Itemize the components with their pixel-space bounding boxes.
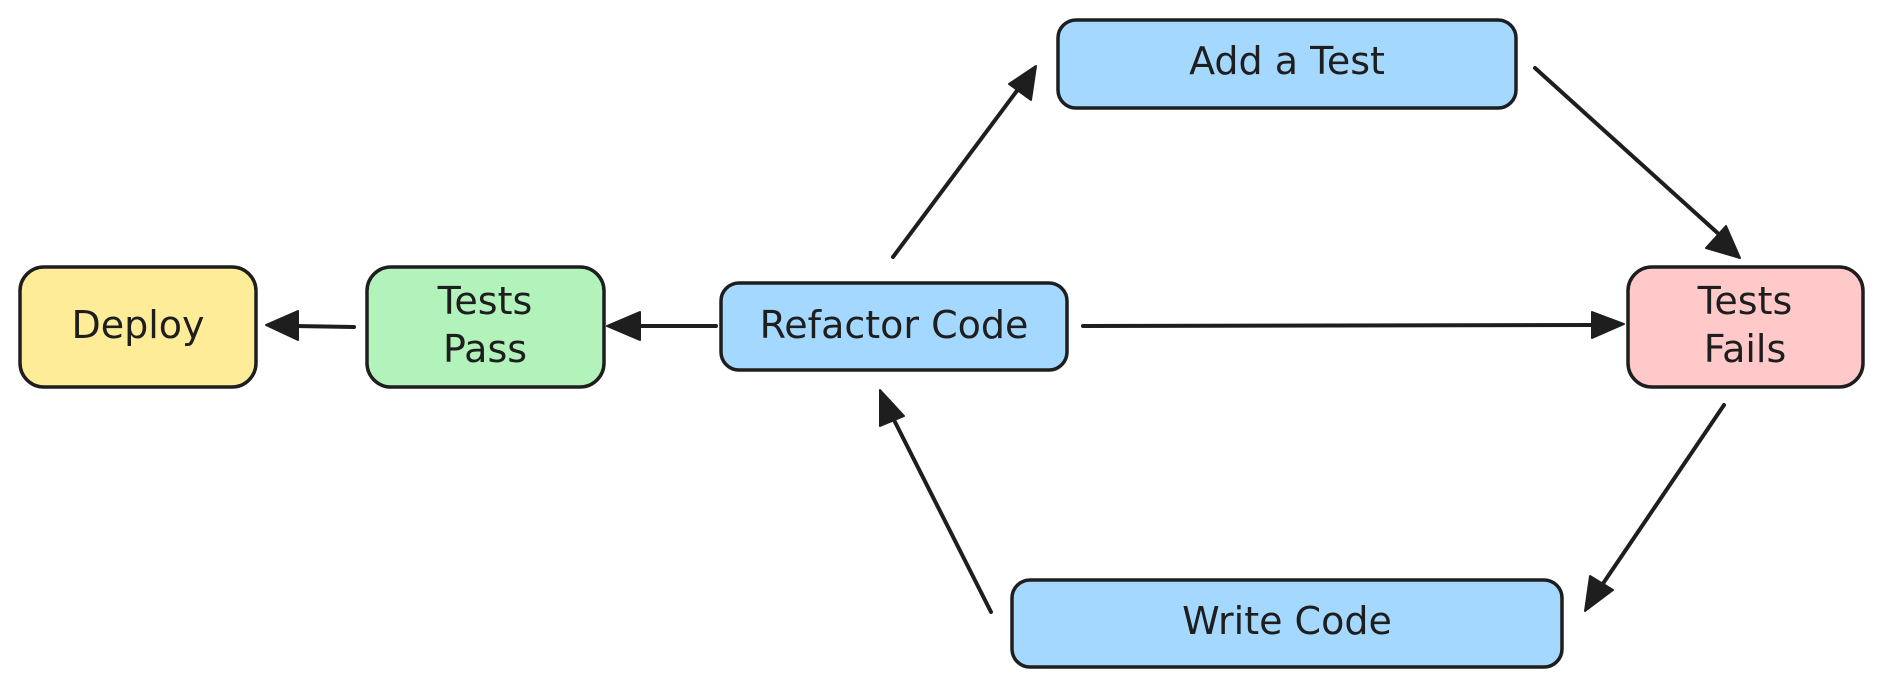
label-line: Pass: [443, 327, 527, 371]
label-line: Deploy: [71, 303, 204, 347]
label-line: Fails: [1704, 327, 1787, 371]
node-refactor-code-label: Refactor Code: [760, 303, 1029, 347]
label-line: Refactor Code: [760, 303, 1029, 347]
node-refactor-code: Refactor Code: [719, 281, 1069, 372]
label-line: Write Code: [1182, 599, 1392, 643]
label-line: Tests: [1697, 279, 1793, 323]
edge-add-a-test-to-tests-fails: [1533, 66, 1741, 259]
edge-tests-pass-to-deploy: [265, 310, 356, 341]
node-add-a-test-label: Add a Test: [1189, 39, 1385, 83]
edge-write-code-to-refactor-code: [879, 389, 993, 614]
node-write-code-label: Write Code: [1182, 599, 1392, 643]
label-line: Add a Test: [1189, 39, 1385, 83]
label-line: Tests: [437, 279, 533, 323]
edge-refactor-code-to-add-a-test: [891, 65, 1037, 259]
edge-tests-fails-to-write-code: [1584, 403, 1726, 612]
edge-refactor-code-to-tests-pass: [606, 311, 718, 341]
edge-refactor-code-to-tests-fails: [1081, 311, 1625, 339]
node-write-code: Write Code: [1010, 578, 1564, 669]
node-add-a-test: Add a Test: [1056, 18, 1518, 110]
node-deploy-label: Deploy: [71, 303, 204, 347]
edges: [265, 65, 1741, 614]
node-deploy: Deploy: [18, 265, 258, 389]
